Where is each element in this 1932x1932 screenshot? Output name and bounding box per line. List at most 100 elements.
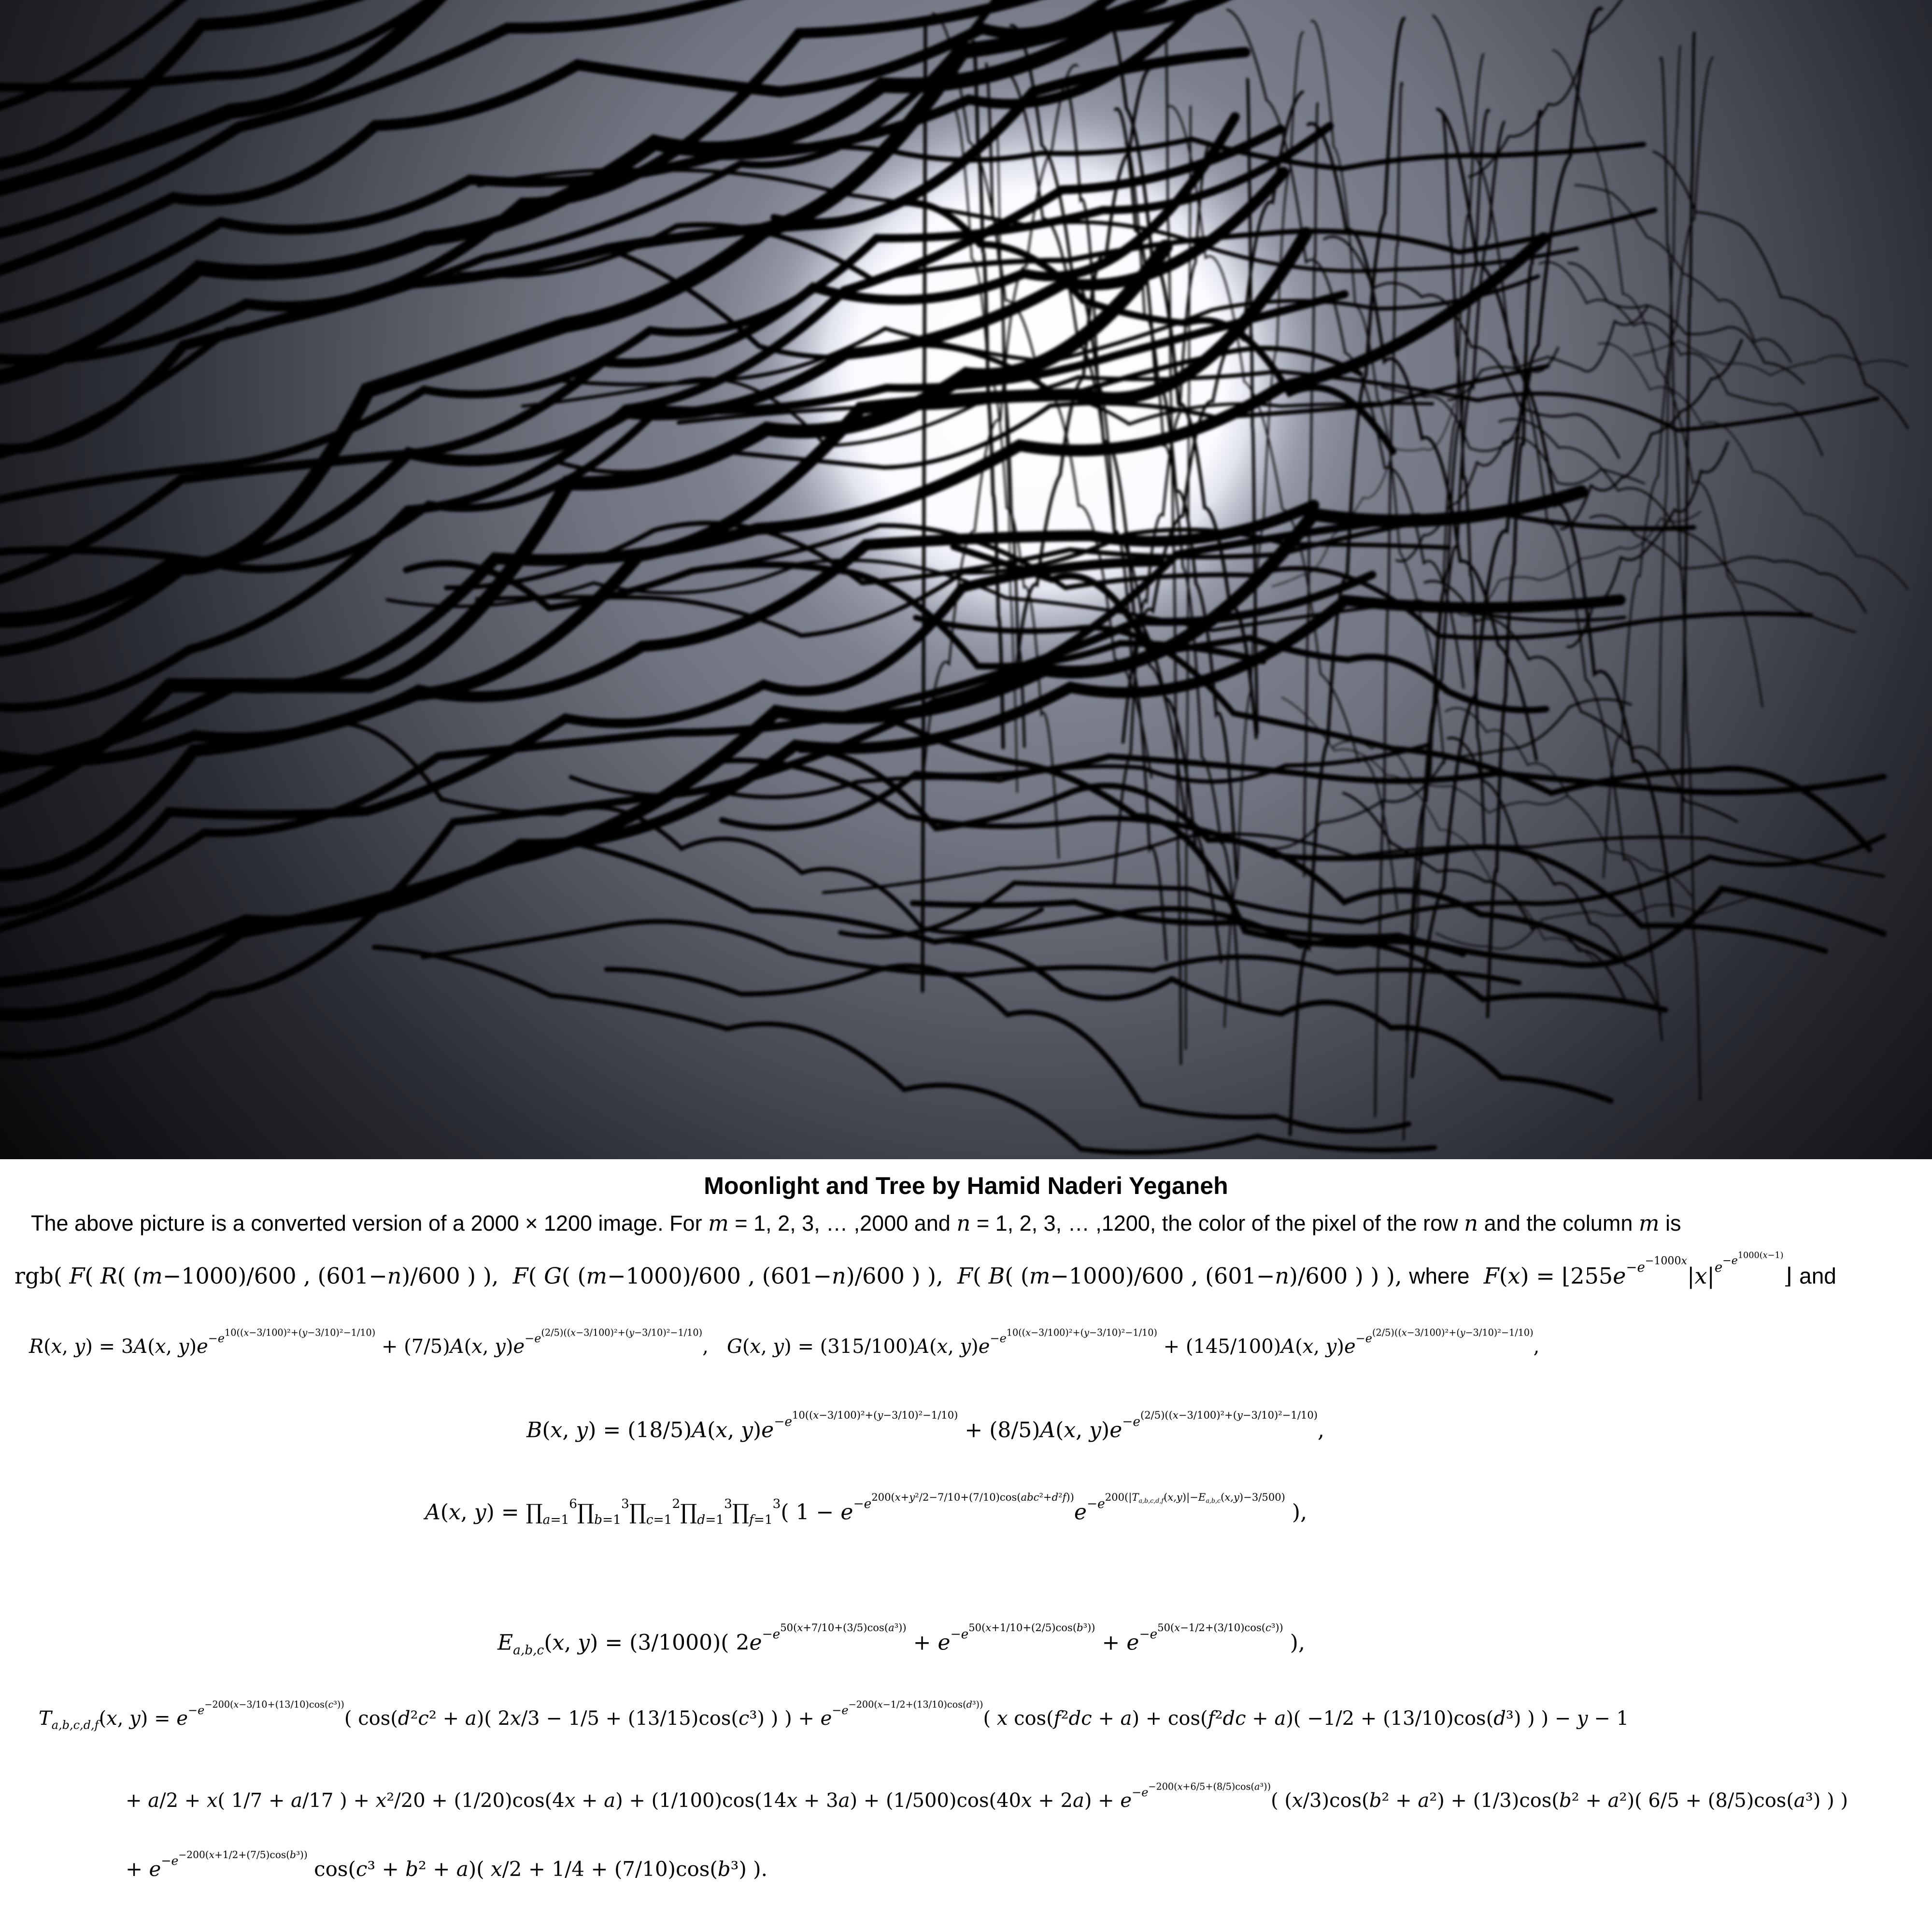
branch-120 (1589, 514, 1867, 613)
branch-71 (1246, 78, 1259, 735)
branch-40 (385, 558, 1627, 632)
branch-13 (0, 112, 1240, 585)
caption-area: Moonlight and Tree by Hamid Naderi Yegan… (0, 1159, 1932, 1932)
branch-55 (691, 523, 1813, 640)
branch-111 (1597, 342, 1909, 590)
branch-67 (1303, 102, 1319, 878)
branch-85 (1006, 71, 1222, 964)
blue-function: B(x, y) = (18/5)A(x, y)e−e10((x−3/100)²+… (526, 1409, 1325, 1443)
branch-0 (0, 0, 438, 92)
branch-50 (568, 742, 1431, 799)
branch-42 (737, 136, 1647, 171)
branch-54 (371, 944, 1437, 1155)
branch-23 (0, 594, 1626, 989)
branch-3 (0, 0, 447, 197)
branch-83 (1406, 109, 1491, 1042)
branch-96 (1447, 305, 1649, 401)
branch-92 (996, 124, 1018, 793)
branch-116 (1342, 792, 1628, 1004)
branch-78 (1658, 45, 1681, 759)
branch-33 (909, 885, 1887, 968)
branch-41 (604, 963, 1412, 1134)
branch-97 (1538, 261, 1823, 456)
branch-56 (1552, 49, 1763, 708)
branch-2 (0, 0, 364, 170)
branch-60 (1164, 28, 1182, 1065)
branch-61 (1113, 142, 1213, 885)
branch-105 (1381, 386, 1646, 485)
branch-112 (1566, 440, 1729, 648)
branch-7 (0, 0, 1041, 365)
branch-89 (1306, 122, 1538, 762)
branch-36 (797, 747, 1619, 961)
branch-75 (1441, 111, 1486, 844)
branch-30 (477, 167, 1579, 273)
moonlight-tree-artwork (0, 0, 1932, 1159)
branch-73 (1124, 142, 1241, 1006)
branch-28 (721, 757, 1828, 954)
branch-62 (1185, 105, 1192, 1050)
branch-46 (770, 199, 1396, 455)
branch-106 (1652, 151, 1909, 429)
rgb-formula: rgb( F( R( (m−1000)/600 , (601−n)/600 ) … (14, 1251, 1836, 1289)
branch-14 (0, 0, 1168, 628)
branch-10 (0, 0, 1028, 459)
branch-79 (921, 17, 927, 993)
branch-107 (1467, 0, 1622, 178)
branch-113 (1458, 511, 1702, 616)
branch-88 (971, 40, 1005, 750)
branch-59 (1166, 105, 1398, 910)
branch-95 (1410, 7, 1604, 1079)
branch-104 (1435, 895, 1755, 950)
branch-118 (1332, 740, 1568, 814)
branch-44 (913, 615, 1873, 852)
branch-19 (0, 240, 1173, 809)
branch-99 (1498, 418, 1856, 633)
branch-94 (1680, 31, 1696, 835)
branch-22 (0, 570, 1377, 933)
branch-68 (1223, 31, 1304, 1028)
t-function-line-2: + a/2 + x( 1/7 + a/17 ) + x²/20 + (1/20)… (126, 1781, 1848, 1812)
branch-87 (932, 13, 1152, 779)
branch-74 (1310, 20, 1445, 765)
branch-49 (822, 832, 1886, 895)
a-function: A(x, y) = ∏a=16∏b=13∏c=12∏d=13∏f=13( 1 −… (425, 1491, 1307, 1527)
branch-51 (550, 364, 1550, 475)
branch-5 (0, 0, 1116, 276)
branch-32 (456, 247, 1364, 401)
branch-17 (0, 499, 1320, 767)
intro-text: The above picture is a converted version… (31, 1210, 1681, 1236)
branch-21 (0, 557, 1165, 917)
tree-branches (0, 0, 1909, 1155)
branch-53 (478, 207, 1658, 283)
t-function-line-1: Ta,b,c,d,f(x, y) = e−e−200(x−3/10+(13/10… (39, 1699, 1629, 1732)
branch-52 (475, 527, 1451, 638)
t-function-line-3: + e−e−200(x+1/2+(7/5)cos(b³)) cos(c³ + b… (126, 1849, 767, 1881)
artwork-title: Moonlight and Tree by Hamid Naderi Yegan… (704, 1172, 1228, 1199)
branch-29 (403, 560, 1266, 670)
branch-91 (1660, 57, 1701, 1101)
branch-4 (0, 0, 742, 239)
branch-86 (1122, 90, 1304, 744)
branch-108 (1574, 184, 1792, 363)
branch-93 (1098, 7, 1258, 739)
branch-11 (0, 122, 1334, 504)
branch-98 (1258, 698, 1633, 850)
branch-102 (1271, 402, 1455, 587)
branch-110 (1560, 339, 1743, 530)
branch-72 (1226, 9, 1464, 689)
branch-37 (838, 834, 1886, 939)
branch-47 (807, 712, 1466, 957)
branch-100 (1445, 707, 1692, 897)
branch-119 (1395, 347, 1559, 563)
branch-101 (1281, 696, 1598, 965)
branch-117 (1423, 580, 1738, 823)
branch-39 (420, 919, 1522, 986)
branch-69 (1486, 110, 1543, 1019)
branch-76 (953, 107, 1060, 859)
branch-48 (521, 377, 1435, 448)
branch-109 (1447, 737, 1662, 1016)
branch-16 (0, 124, 1285, 712)
e-function: Ea,b,c(x, y) = (3/1000)( 2e−e50(x+7/10+(… (497, 1621, 1305, 1658)
branch-82 (1374, 82, 1404, 1118)
